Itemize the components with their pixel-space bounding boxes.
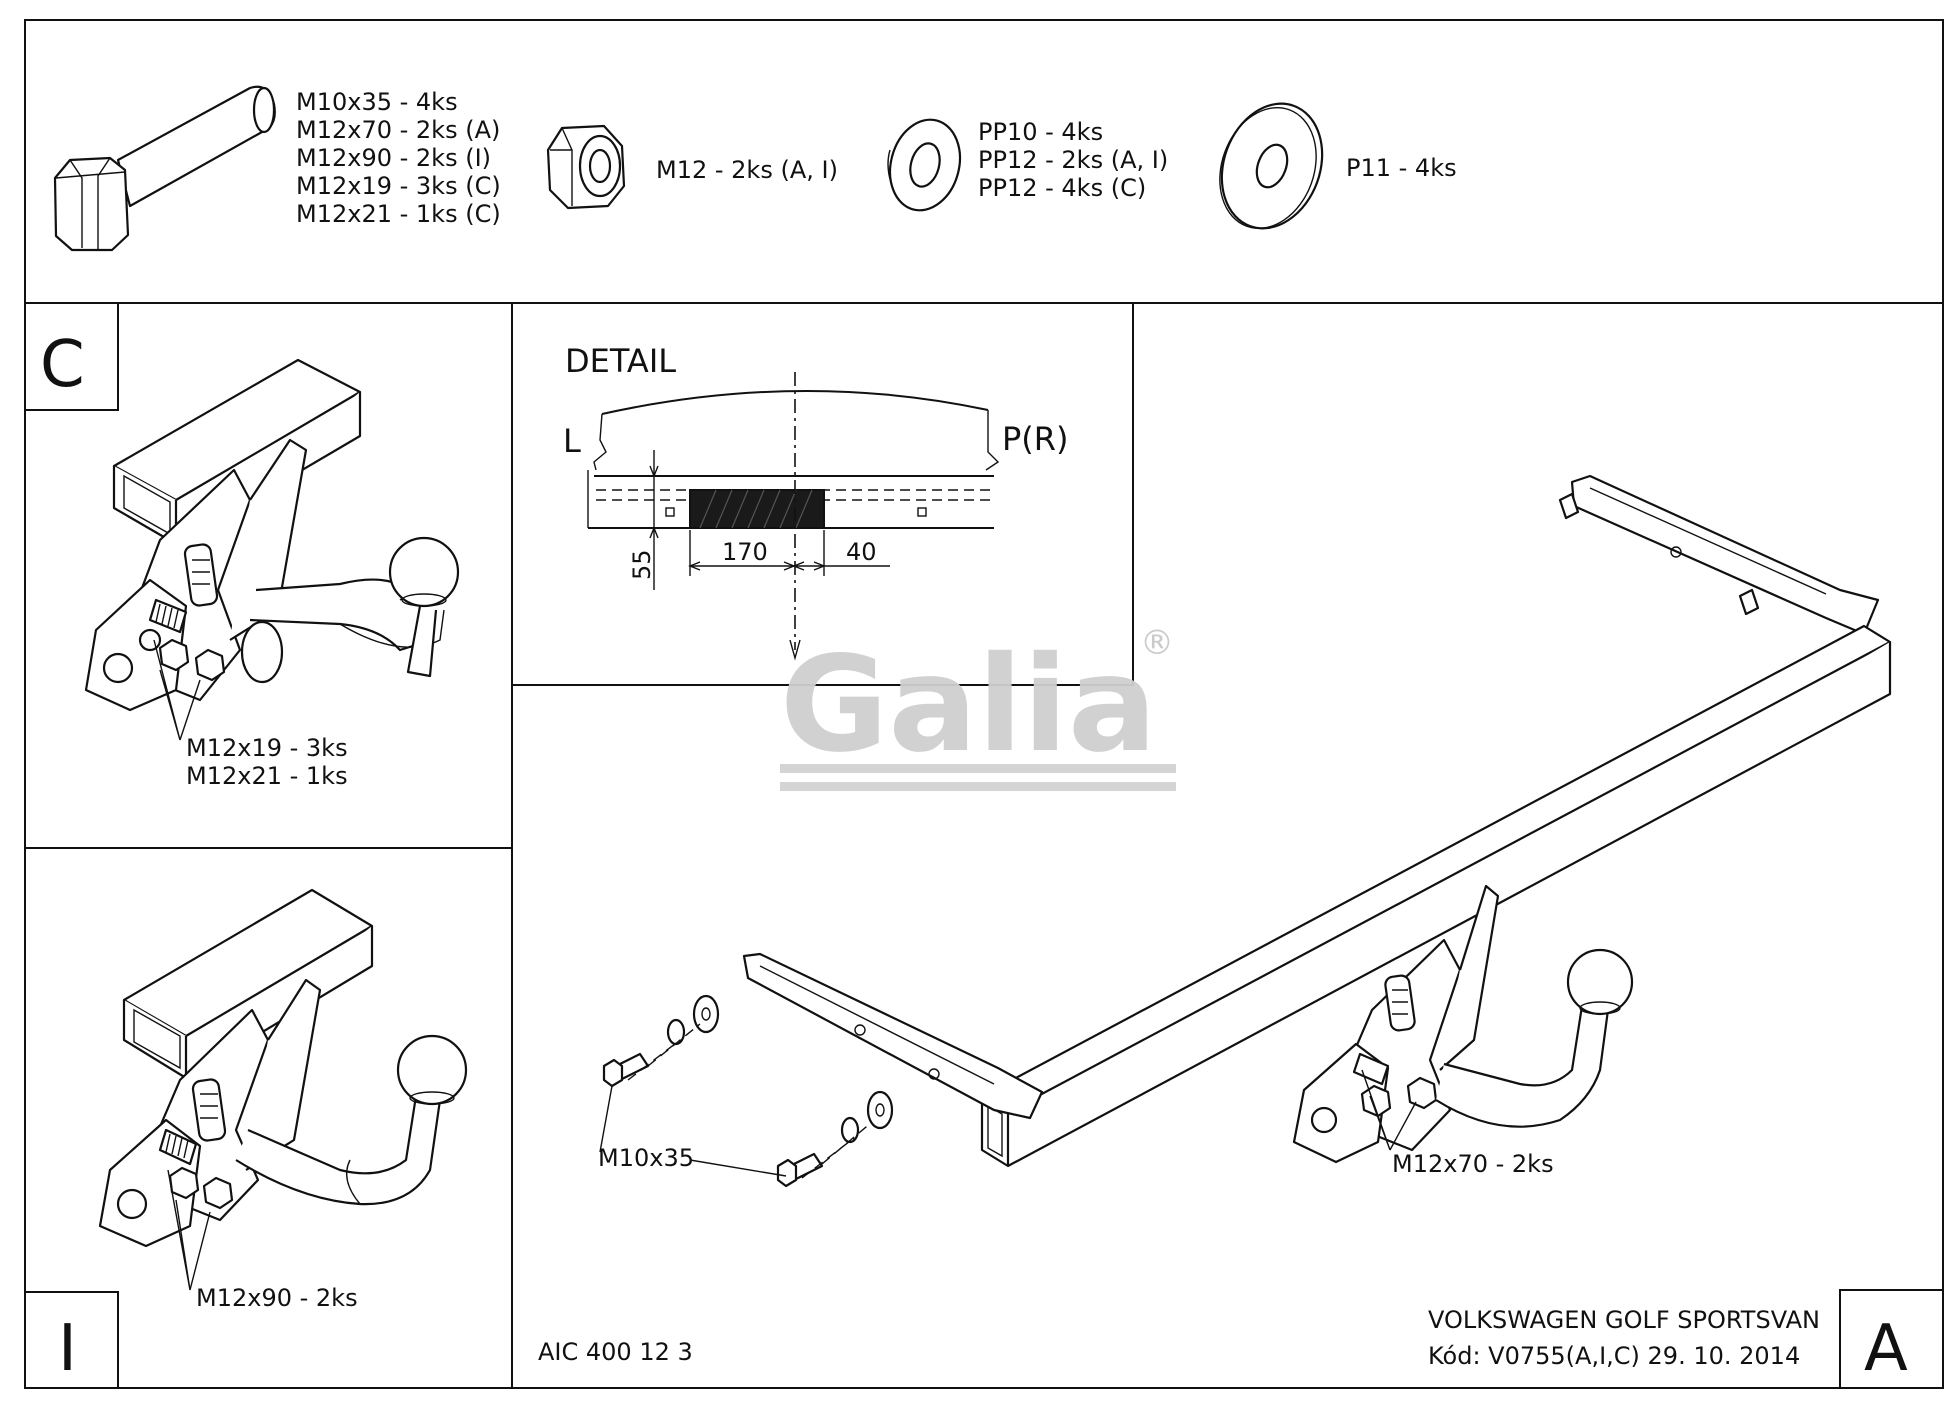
detail-left-label: L bbox=[563, 422, 581, 460]
watermark-registered-mark: ® bbox=[1140, 623, 1174, 663]
hex-bolt-icon bbox=[53, 85, 276, 252]
dim-offset: 40 bbox=[846, 538, 877, 566]
kod-line: Kód: V0755(A,I,C) 29. 10. 2014 bbox=[1428, 1342, 1800, 1370]
main-bracket-callout: M12x70 - 2ks bbox=[1392, 1150, 1554, 1178]
panel-i-letter: I bbox=[58, 1312, 77, 1386]
bolt-spec-2: M12x70 - 2ks (A) bbox=[296, 116, 500, 144]
galia-watermark: Galia ® bbox=[780, 623, 1176, 791]
panel-i-callout: M12x90 - 2ks bbox=[196, 1284, 358, 1312]
washer-spec-2: PP12 - 2ks (A, I) bbox=[978, 146, 1168, 174]
washer-spec-1: PP10 - 4ks bbox=[978, 118, 1103, 146]
flat-washer-spec: P11 - 4ks bbox=[1346, 154, 1457, 182]
flat-washer-icon bbox=[1219, 102, 1324, 230]
right-side-arm bbox=[1558, 474, 1880, 636]
title-block: A VOLKSWAGEN GOLF SPORTSVAN Kód: V0755(A… bbox=[538, 1289, 1943, 1388]
main-towbar-assembly: M10x35 M12x70 - 2ks bbox=[598, 474, 1892, 1188]
nut-spec: M12 - 2ks (A, I) bbox=[656, 156, 838, 184]
towbar-assembly-i bbox=[98, 888, 468, 1248]
dim-height: 55 bbox=[628, 549, 656, 580]
main-panel-letter: A bbox=[1864, 1312, 1908, 1386]
panel-c-callout-2: M12x21 - 1ks bbox=[186, 762, 348, 790]
product-code: AIC 400 12 3 bbox=[538, 1338, 693, 1366]
washer-spec-3: PP12 - 4ks (C) bbox=[978, 174, 1146, 202]
bolt-spec-5: M12x21 - 1ks (C) bbox=[296, 200, 501, 228]
vehicle-name: VOLKSWAGEN GOLF SPORTSVAN bbox=[1428, 1306, 1820, 1334]
main-bolt-callout: M10x35 bbox=[598, 1144, 694, 1172]
detail-title: DETAIL bbox=[565, 342, 676, 380]
panel-c: C bbox=[25, 303, 460, 790]
lock-washer-icon bbox=[887, 118, 962, 212]
panel-i: I M12x90 - 2ks bbox=[25, 888, 468, 1388]
hex-nut-icon bbox=[546, 124, 626, 210]
hatched-block bbox=[689, 489, 825, 529]
bolt-spec-4: M12x19 - 3ks (C) bbox=[296, 172, 501, 200]
bolt-spec-1: M10x35 - 4ks bbox=[296, 88, 458, 116]
dim-width: 170 bbox=[722, 538, 768, 566]
towbar-assembly-c bbox=[84, 358, 460, 712]
watermark-logo-text: Galia bbox=[780, 628, 1157, 782]
bolt-spec-3: M12x90 - 2ks (I) bbox=[296, 144, 491, 172]
left-side-arm bbox=[742, 952, 1044, 1120]
parts-list: M10x35 - 4ks M12x70 - 2ks (A) M12x90 - 2… bbox=[53, 85, 1457, 252]
panel-c-letter: C bbox=[40, 328, 85, 402]
loose-hardware bbox=[602, 994, 894, 1188]
detail-panel: DETAIL L P(R) 55 170 40 bbox=[563, 342, 1069, 661]
panel-c-callout-1: M12x19 - 3ks bbox=[186, 734, 348, 762]
detail-right-label: P(R) bbox=[1002, 420, 1069, 458]
drawing-frame bbox=[24, 19, 1944, 1389]
